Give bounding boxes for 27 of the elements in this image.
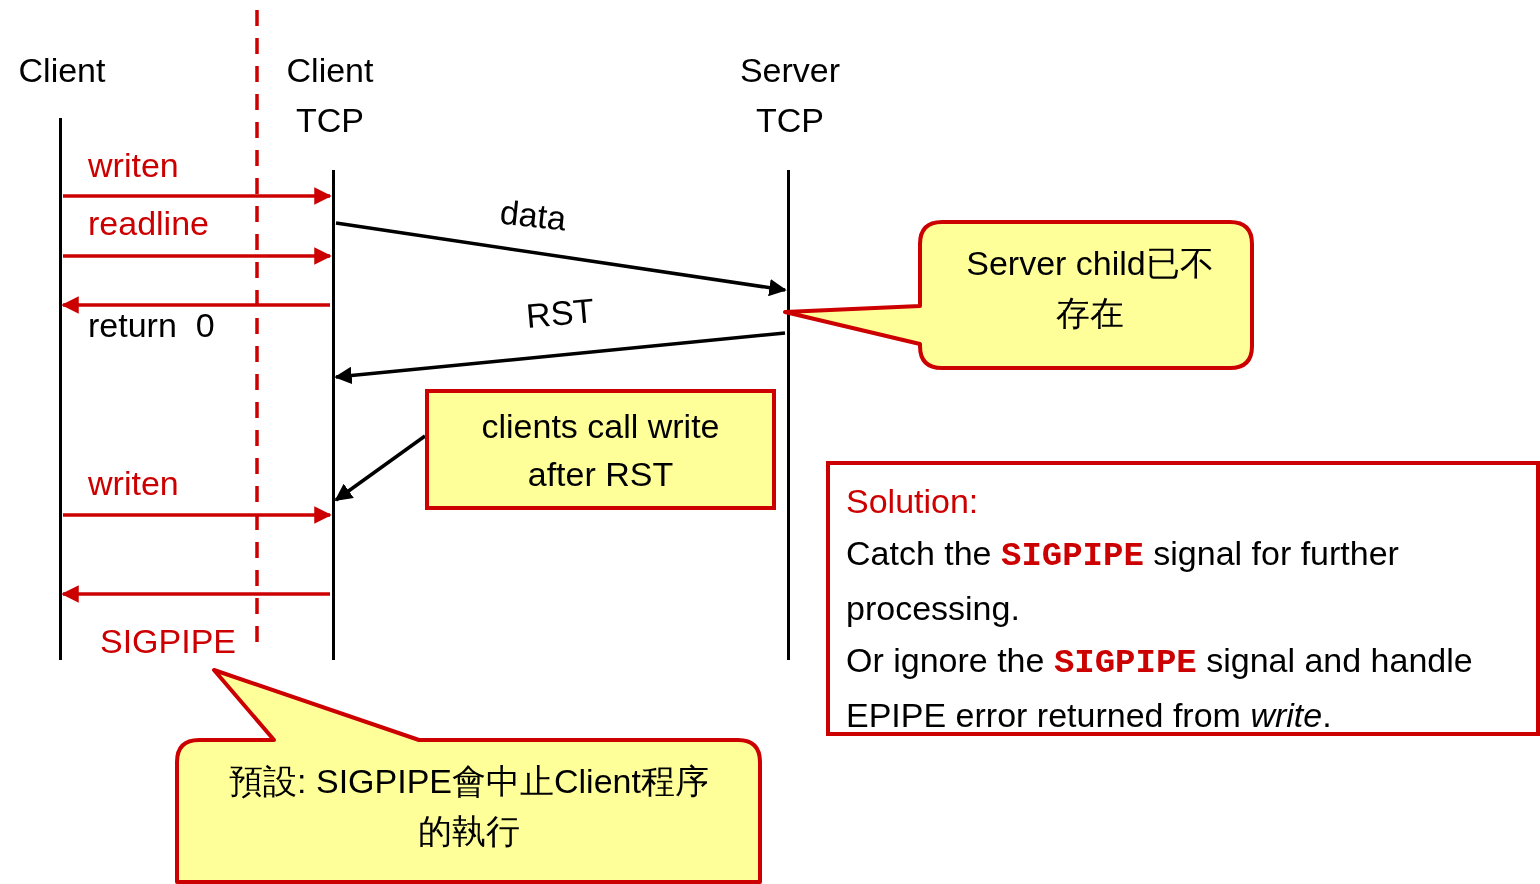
arrow xyxy=(334,434,427,502)
arrow xyxy=(61,296,330,314)
edge-label: SIGPIPE xyxy=(100,624,237,658)
callout-text: 預設: SIGPIPE會中止Client程序的執行 xyxy=(228,761,710,852)
lifeline-label: Client TCP xyxy=(285,50,375,141)
paragraph: Catch the SIGPIPE signal for further processing. xyxy=(846,533,1400,629)
arrow xyxy=(335,221,787,297)
heading-text: Solution: xyxy=(846,481,980,522)
arrow xyxy=(334,331,786,385)
edge-label: writen xyxy=(88,466,179,500)
callout-text: Server child已不存在 xyxy=(965,243,1215,334)
edge-label: RST xyxy=(524,293,596,333)
solution-box xyxy=(826,461,1540,736)
edge-label: readline xyxy=(88,206,209,240)
callout-bubble xyxy=(174,666,764,884)
arrow xyxy=(63,247,332,265)
edge-label: writen xyxy=(88,148,179,182)
edge-label: return 0 xyxy=(88,308,215,342)
arrow xyxy=(63,187,332,205)
lifeline-label: Client xyxy=(17,50,107,91)
arrow xyxy=(63,506,332,524)
paragraph: Or ignore the SIGPIPE signal and handle EPIPE error returned from write. xyxy=(846,640,1474,736)
edge-label: data xyxy=(498,194,568,236)
callout-bubble xyxy=(780,220,1256,372)
note-box: clients call write after RST xyxy=(425,389,776,510)
lifeline-label: Server TCP xyxy=(738,50,842,141)
arrow xyxy=(61,585,330,603)
